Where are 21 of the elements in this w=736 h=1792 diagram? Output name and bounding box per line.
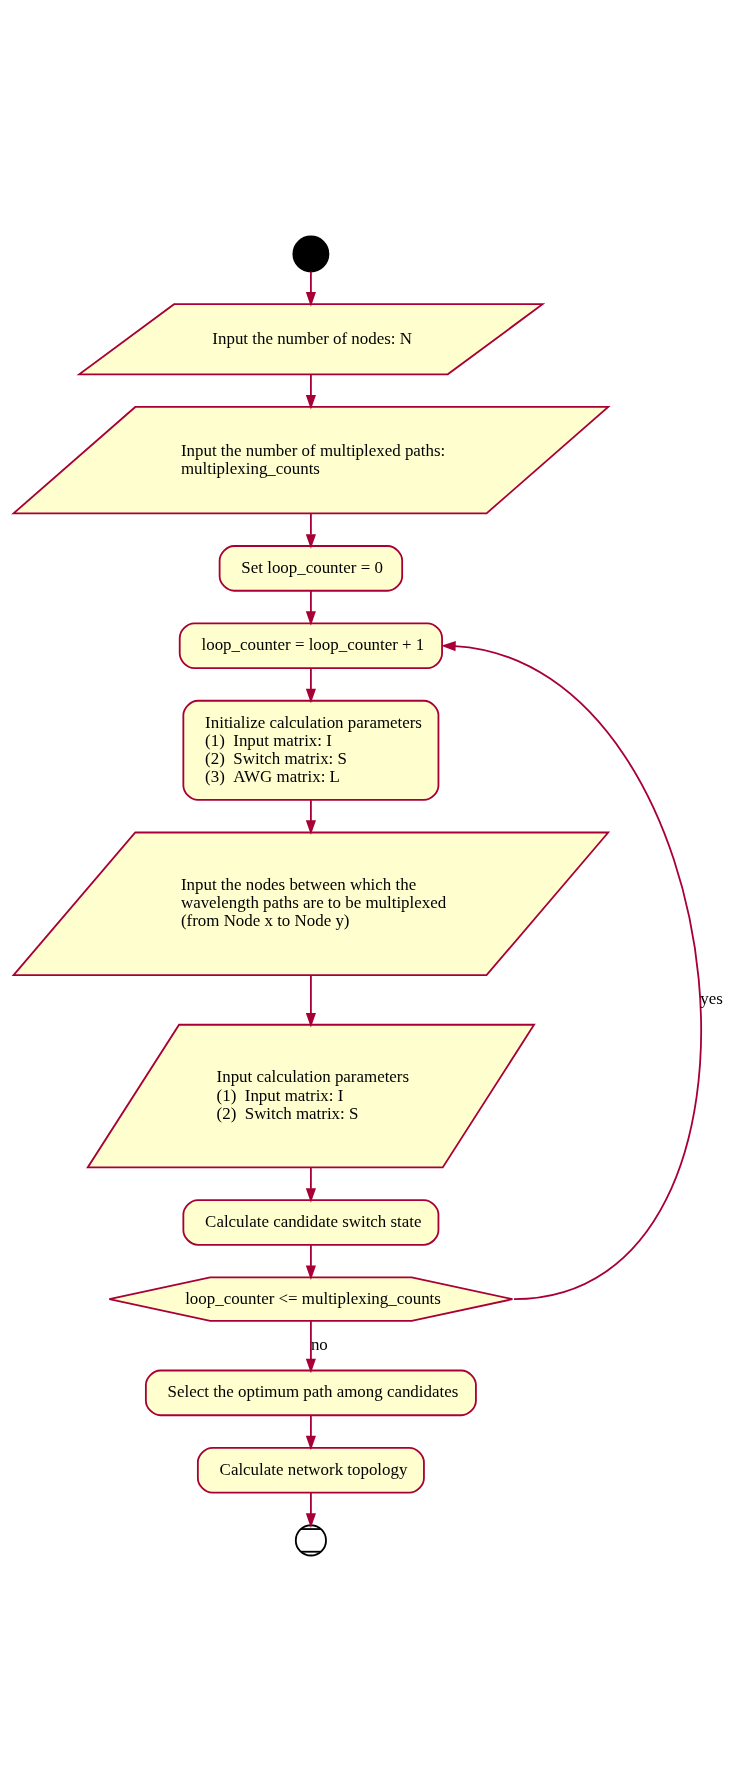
- node-box: Calculate candidate switch state: [181, 1199, 439, 1246]
- arrow: [305, 799, 316, 835]
- node-box: Set loop_counter = 0: [218, 545, 403, 592]
- node-circle: [294, 1524, 327, 1557]
- node-box: Calculate network topology: [196, 1447, 425, 1494]
- node-box: Select the optimum path among candidates: [144, 1369, 477, 1417]
- arrow: [305, 1166, 316, 1203]
- arrow: [305, 270, 316, 307]
- arrow: [305, 589, 316, 626]
- arrow: [305, 974, 316, 1028]
- node-circle: [291, 235, 329, 273]
- arrow: [305, 1414, 316, 1451]
- node-box: loop_counter = loop_counter + 1: [178, 622, 443, 669]
- arrow: [440, 641, 701, 1301]
- arrow: [305, 1320, 316, 1374]
- arrow: [305, 667, 316, 704]
- arrow: [305, 512, 316, 549]
- node-box: Initialize calculation parameters (1) Input matrix: I (2) Switch matrix: S (3) AWG matrix: L: [181, 699, 439, 801]
- arrow: [305, 1492, 316, 1528]
- arrow: [305, 1244, 316, 1281]
- arrow: [305, 373, 316, 410]
